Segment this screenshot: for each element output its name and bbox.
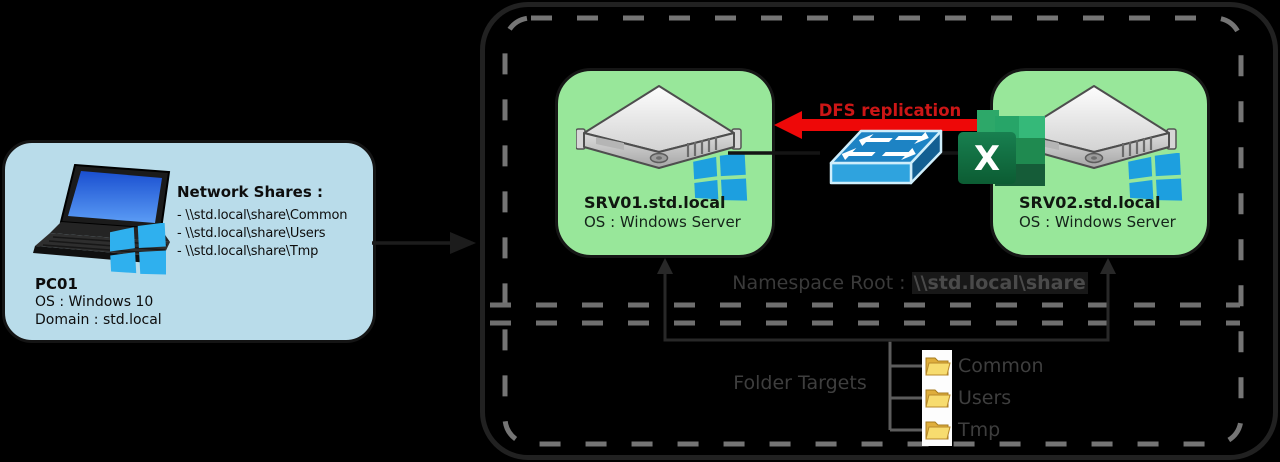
share-path: - \\std.local\share\Tmp [177, 244, 319, 259]
folder-icon [922, 414, 952, 446]
folder-targets-label: Folder Targets [733, 372, 867, 394]
folder-icon [922, 350, 952, 382]
share-path: - \\std.local\share\Common [177, 208, 348, 223]
replication-label: DFS replication [818, 101, 962, 120]
pc-os: OS : Windows 10 [35, 294, 154, 310]
replication-arrow [774, 111, 986, 139]
pc-name: PC01 [35, 275, 78, 293]
windows-logo-icon [1128, 153, 1183, 201]
network-switch-icon [829, 129, 943, 185]
pc-domain: Domain : std.local [35, 312, 162, 328]
windows-logo-icon [693, 153, 748, 201]
srv01-name: SRV01.std.local [584, 193, 726, 212]
srv02-os: OS : Windows Server [1019, 213, 1176, 231]
windows-logo-icon [110, 223, 166, 275]
srv01-box: SRV01.std.local OS : Windows Server [555, 68, 775, 258]
folder-icon [922, 382, 952, 414]
network-shares-title: Network Shares : [177, 183, 323, 201]
pc01-box: Network Shares : - \\std.local\share\Com… [2, 140, 376, 343]
dashed-border-and-lines [490, 15, 1244, 447]
excel-icon: X [958, 110, 1045, 186]
namespace-root-path: \\std.local\share [911, 272, 1088, 294]
folder-target-users: Users [958, 387, 1012, 409]
dashed-border [502, 15, 1244, 447]
folder-target-tmp: Tmp [958, 419, 1001, 441]
srv01-os: OS : Windows Server [584, 213, 741, 231]
srv02-name: SRV02.std.local [1019, 193, 1161, 212]
namespace-root-label: Namespace Root : \\std.local\share [732, 272, 1088, 294]
dfs-namespace-container: SRV01.std.local OS : Windows Server [480, 2, 1278, 460]
share-path: - \\std.local\share\Users [177, 226, 326, 241]
folder-tree-lines [888, 342, 924, 432]
server-icon [576, 85, 742, 169]
folder-target-common: Common [958, 355, 1044, 377]
client-connection-arrow [372, 232, 476, 254]
excel-x-letter: X [974, 139, 1000, 179]
